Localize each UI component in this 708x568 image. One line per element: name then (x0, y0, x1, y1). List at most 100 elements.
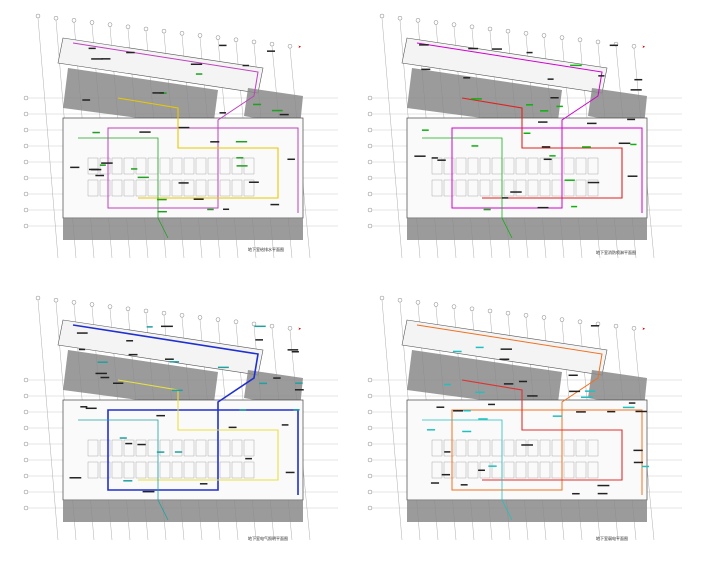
north-arrow-icon: ➤ (642, 44, 646, 49)
annotation-tag (521, 444, 533, 446)
floor-plan-3: ➤ (23, 295, 338, 541)
north-arrow-icon: ➤ (642, 326, 646, 331)
ramp-hatch-area (407, 350, 562, 410)
parking-stall (111, 157, 123, 175)
ramp-hatch-area (407, 68, 562, 128)
main-floor-outline (406, 117, 648, 219)
axis-bubble (23, 191, 29, 197)
annotation-tag (279, 113, 289, 116)
annotation-tag (587, 122, 597, 125)
parking-stall (99, 179, 111, 197)
annotation-tag (527, 395, 538, 397)
annotation-tag (453, 410, 464, 412)
axis-bubble (397, 15, 403, 21)
axis-bubble (269, 323, 275, 329)
annotation-tag (471, 145, 479, 147)
annotation-tag (152, 92, 164, 94)
axis-bubble (161, 310, 167, 316)
annotation-tag (294, 389, 304, 391)
annotation-tag (293, 409, 300, 411)
annotation-tag (502, 197, 509, 199)
axis-bubble (215, 317, 221, 322)
annotation-tag (156, 451, 165, 453)
axis-bubble (367, 489, 373, 495)
axis-bubble (233, 37, 239, 42)
annotation-tag (552, 415, 563, 417)
annotation-tag (568, 374, 578, 377)
axis-bubble (197, 33, 203, 38)
axis-bubble (23, 143, 29, 149)
system-line-primary (416, 42, 643, 213)
annotation-tag (503, 383, 514, 385)
annotation-tag (518, 380, 528, 383)
parking-stall (479, 157, 491, 175)
floor-plan-4: ➤ (367, 295, 682, 541)
parking-stall (455, 157, 467, 175)
axis-bubble (143, 26, 149, 32)
parking-stall (515, 439, 527, 457)
axis-bubble (541, 315, 547, 320)
axis-bubble (53, 297, 59, 303)
annotation-tag (217, 366, 229, 369)
axis-bubble (35, 13, 41, 19)
annotation-tag (628, 402, 636, 404)
parking-stall (575, 179, 587, 197)
axis-bubble (397, 297, 403, 303)
axis-bubble (215, 35, 221, 40)
axis-bubble (487, 308, 493, 314)
axis-bubble (487, 26, 493, 32)
axis-bubble (523, 313, 529, 318)
parking-stall (159, 157, 171, 175)
annotation-tag (550, 97, 559, 99)
annotation-tag (92, 131, 100, 134)
annotation-tag (125, 442, 133, 445)
axis-bubble (367, 159, 373, 165)
parking-stall (231, 179, 243, 197)
axis-bubble (367, 441, 373, 447)
annotation-tag (139, 131, 151, 133)
axis-bubble (23, 457, 29, 463)
annotation-tag (419, 44, 429, 46)
annotation-tag (101, 162, 113, 164)
annotation-tag (483, 208, 491, 211)
annotation-tag (526, 51, 533, 54)
parking-stall (503, 157, 515, 175)
axis-bubble (23, 409, 29, 415)
annotation-tag (199, 483, 208, 485)
axis-bubble (577, 37, 583, 42)
axis-bubble (367, 111, 373, 117)
annotation-tag (190, 63, 203, 66)
grid-axis-line (381, 17, 403, 259)
axis-bubble (469, 306, 475, 311)
axis-bubble (23, 377, 29, 383)
axis-bubble (143, 308, 149, 314)
system-line-tertiary (422, 419, 513, 521)
parking-stall (87, 439, 99, 457)
parking-stall (527, 461, 539, 479)
annotation-tag (131, 168, 138, 170)
annotation-tag (444, 451, 451, 453)
axis-bubble (577, 319, 583, 324)
annotation-tag (174, 451, 183, 453)
axis-bubble (53, 15, 59, 21)
parking-stall (135, 157, 147, 175)
annotation-tag (541, 146, 551, 148)
parking-stall (575, 157, 587, 175)
parking-stall (431, 179, 443, 197)
parking-stall (467, 157, 479, 175)
annotation-tag (556, 105, 563, 108)
annotation-tag (178, 182, 189, 184)
axis-bubble (161, 28, 167, 34)
annotation-tag (95, 372, 107, 375)
parking-stall (479, 179, 491, 197)
system-line-secondary (461, 379, 623, 481)
annotation-tag (543, 158, 552, 161)
annotation-tag (70, 166, 80, 169)
annotation-tag (471, 98, 482, 100)
parking-stall (431, 461, 443, 479)
axis-bubble (367, 191, 373, 197)
annotation-tag (488, 465, 497, 467)
axis-bubble (367, 409, 373, 415)
axis-bubble (631, 326, 637, 331)
axis-bubble (23, 441, 29, 447)
